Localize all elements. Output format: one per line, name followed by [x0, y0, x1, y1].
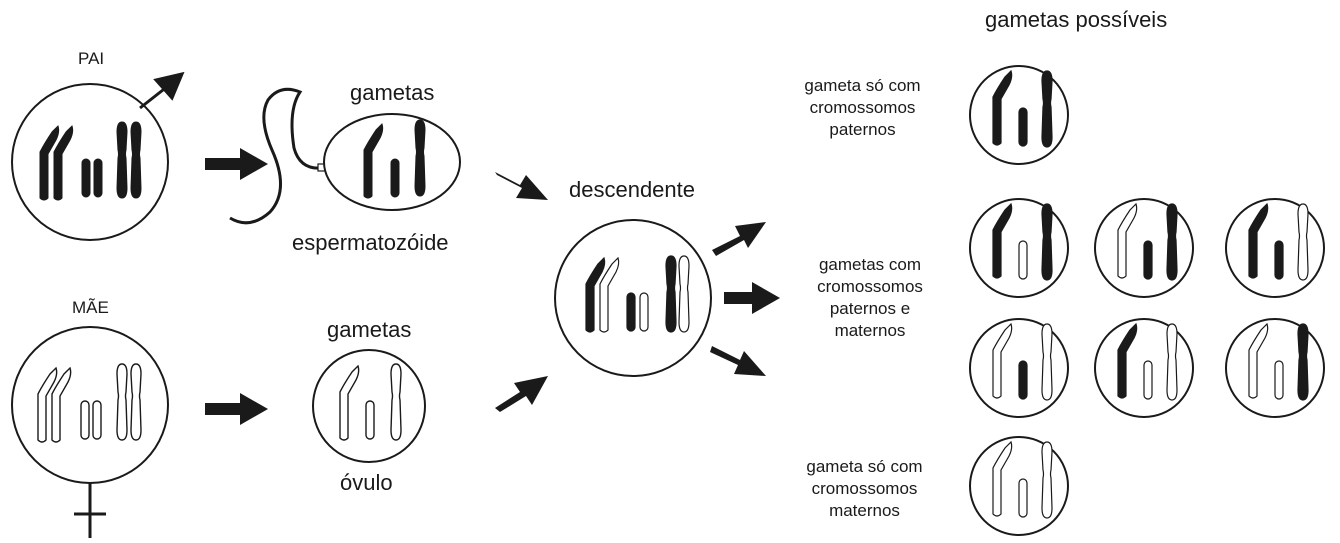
offspring-cell — [554, 219, 712, 377]
arrow-offspring-to-top — [712, 222, 766, 256]
father-chromosome-short-1 — [81, 158, 91, 198]
group-mixed-label: gametas com cromossomos paternos e mater… — [817, 255, 923, 340]
ovum-label: óvulo — [340, 470, 393, 495]
arrow-offspring-to-middle — [724, 282, 780, 314]
father-label: PAI — [78, 49, 105, 68]
gamete-mixed-2 — [1094, 198, 1194, 298]
father-chromosome-long-1 — [116, 121, 128, 199]
father-cell — [11, 83, 169, 241]
ovum-chromosome-long — [390, 363, 402, 441]
group-paternal-only-label: gameta só com cromossomos paternos — [804, 76, 921, 139]
mother-chromosome-long-2 — [130, 363, 142, 441]
sperm-chromosome-short — [390, 158, 400, 198]
ovum-cell — [312, 349, 426, 463]
gamete-mixed-1 — [969, 198, 1069, 298]
gametes-bottom-label: gametas — [327, 317, 412, 342]
offspring-chromosome-long-maternal — [678, 255, 690, 333]
offspring-chromosome-long-paternal — [665, 255, 677, 333]
female-symbol-icon — [74, 483, 106, 538]
group-maternal-only-label: gameta só com cromossomos maternos — [806, 457, 923, 520]
ovum-chromosome-short — [365, 400, 375, 440]
sperm-chromosome-long — [414, 119, 426, 197]
gamete-mixed-5 — [1094, 318, 1194, 418]
arrow-ovum-to-offspring — [495, 376, 548, 412]
arrow-mother-to-gametes — [205, 393, 268, 425]
offspring-chromosome-short-maternal — [639, 292, 649, 332]
arrows — [205, 148, 780, 425]
sperm-tail — [229, 87, 323, 225]
gametes-top-label: gametas — [350, 80, 435, 105]
mother-cell — [11, 326, 169, 484]
mother-chromosome-short-1 — [80, 400, 90, 440]
arrow-offspring-to-bottom — [710, 346, 766, 376]
offspring-chromosome-short-paternal — [626, 292, 636, 332]
sperm-cell — [229, 87, 461, 225]
male-symbol-icon — [139, 71, 185, 110]
gamete-mixed-4 — [969, 318, 1069, 418]
gamete-maternal-only — [969, 436, 1069, 536]
gamete-mixed-6 — [1225, 318, 1325, 418]
sperm-label: espermatozóide — [292, 230, 449, 255]
gamete-paternal-only — [969, 65, 1069, 165]
arrow-sperm-to-offspring — [495, 172, 548, 200]
gamete-mixed-3 — [1225, 198, 1325, 298]
mother-label: MÃE — [72, 298, 109, 317]
mother-chromosome-short-2 — [92, 400, 102, 440]
arrow-father-to-gametes — [205, 148, 268, 180]
possible-gametes-title: gametas possíveis — [985, 7, 1168, 32]
father-chromosome-long-2 — [130, 121, 142, 199]
mother-chromosome-long-1 — [116, 363, 128, 441]
offspring-label: descendente — [569, 177, 695, 202]
father-chromosome-short-2 — [93, 158, 103, 198]
